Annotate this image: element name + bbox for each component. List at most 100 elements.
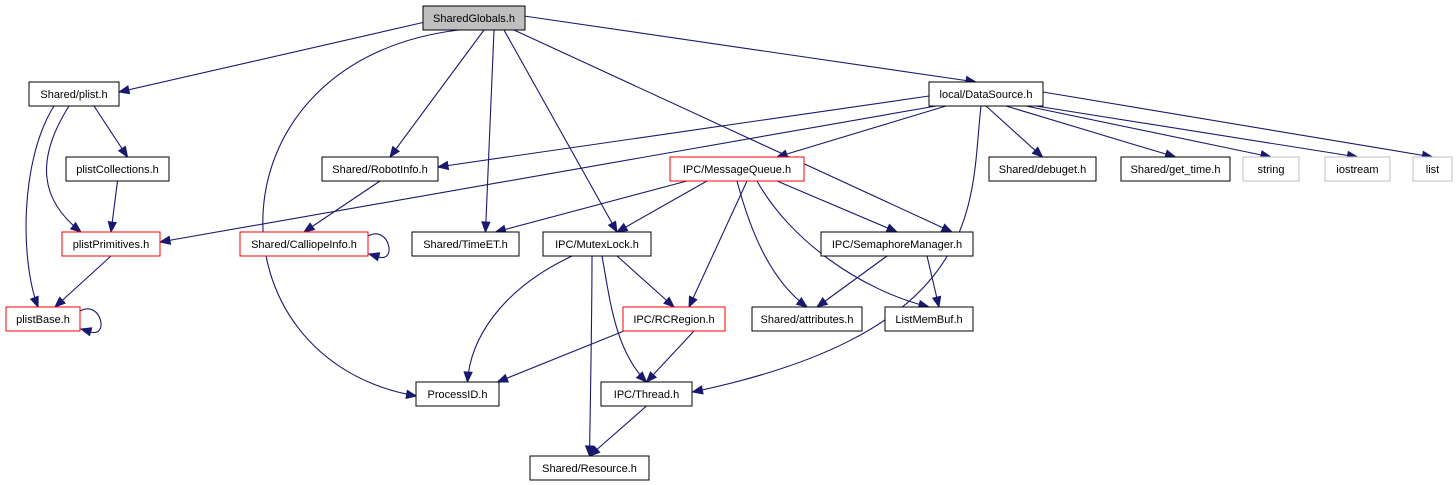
node-SemaphoreManager[interactable]: IPC/SemaphoreManager.h [820,231,974,257]
node-box [1324,156,1391,182]
edge-SharedGlobals-to-RobotInfo [389,29,485,159]
node-ListMemBuf[interactable]: ListMemBuf.h [884,306,974,332]
node-box [988,156,1097,182]
node-box [61,231,161,257]
node-label: ProcessID.h [428,389,488,401]
edge-DataSource-to-plistPrimitives [158,105,937,245]
node-plistCollections[interactable]: plistCollections.h [65,156,170,182]
edge-MutexLock-to-Thread [601,255,648,383]
node-box [65,156,170,182]
node-label: Shared/attributes.h [761,314,854,326]
node-label: ListMemBuf.h [895,314,962,326]
node-get_time[interactable]: Shared/get_time.h [1120,156,1231,182]
node-RCRegion[interactable]: IPC/RCRegion.h [622,306,726,332]
edge-DataSource-to-string [1025,105,1273,160]
node-box [751,306,863,332]
edge-DataSource-to-Thread [691,105,982,395]
node-box [820,231,974,257]
node-plist[interactable]: Shared/plist.h [28,81,120,107]
node-SharedGlobals[interactable]: SharedGlobals.h [422,5,526,31]
edge-plistPrimitives-to-plistBase [54,255,112,308]
node-RobotInfo[interactable]: Shared/RobotInfo.h [321,156,439,182]
node-box [411,231,520,257]
node-label: Shared/get_time.h [1131,164,1221,176]
edge-plist-to-plistBase [25,105,55,309]
node-CalliopeInfo[interactable]: Shared/CalliopeInfo.h [239,231,369,257]
node-label: IPC/SemaphoreManager.h [832,239,962,251]
edge-SharedGlobals-to-plist [117,19,435,95]
node-label: plistPrimitives.h [73,239,149,251]
edge-plistBase-to-plistBase [79,308,102,337]
node-box [5,306,81,332]
node-box [529,455,650,481]
node-label: IPC/MessageQueue.h [683,164,791,176]
node-DataSource[interactable]: local/DataSource.h [928,81,1044,107]
node-box [669,156,805,182]
node-string[interactable]: string [1242,156,1300,182]
node-box [28,81,120,107]
edge-MessageQueue-to-TimeET [494,180,688,234]
node-box [422,5,526,31]
node-label: Shared/Resource.h [542,463,637,475]
edge-SemaphoreManager-to-ListMemBuf [926,255,942,309]
node-Resource[interactable]: Shared/Resource.h [529,455,650,481]
node-TimeET[interactable]: Shared/TimeET.h [411,231,520,257]
edge-MessageQueue-to-attributes [736,180,809,308]
edge-SemaphoreManager-to-attributes [815,255,888,308]
node-box [542,231,652,257]
edge-plistCollections-to-plistPrimitives [107,180,119,234]
edge-MessageQueue-to-MutexLock [615,180,708,233]
edge-RCRegion-to-Thread [645,330,695,383]
edge-RobotInfo-to-CalliopeInfo [302,180,381,233]
node-attributes[interactable]: Shared/attributes.h [751,306,863,332]
node-plistBase[interactable]: plistBase.h [5,306,81,332]
edge-SharedGlobals-to-SemaphoreManager [513,29,954,233]
node-label: Shared/RobotInfo.h [332,164,427,176]
node-plistPrimitives[interactable]: plistPrimitives.h [61,231,161,257]
node-box [1242,156,1300,182]
edge-CalliopeInfo-to-CalliopeInfo [367,233,390,262]
edge-DataSource-to-list [1042,91,1434,160]
node-label: IPC/Thread.h [614,389,679,401]
node-MessageQueue[interactable]: IPC/MessageQueue.h [669,156,805,182]
node-box [1412,156,1453,182]
node-label: IPC/RCRegion.h [633,314,714,326]
node-box [239,231,369,257]
node-label: SharedGlobals.h [433,13,515,25]
edge-SharedGlobals-to-TimeET [481,29,495,234]
edge-DataSource-to-RobotInfo [436,95,930,171]
edge-RCRegion-to-ProcessID [496,330,625,383]
node-label: local/DataSource.h [940,89,1033,101]
edge-SharedGlobals-to-DataSource [523,15,978,86]
node-box [600,381,693,407]
edge-MutexLock-to-RCRegion [616,255,676,308]
node-box [884,306,974,332]
node-label: Shared/plist.h [40,89,107,101]
edges-layer [25,15,1434,458]
node-label: string [1258,164,1285,176]
edge-Thread-to-Resource [588,405,647,457]
edge-MessageQueue-to-RCRegion [688,180,748,309]
edge-plist-to-plistCollections [93,105,129,159]
node-MutexLock[interactable]: IPC/MutexLock.h [542,231,652,257]
node-ProcessID[interactable]: ProcessID.h [415,381,500,407]
node-Thread[interactable]: IPC/Thread.h [600,381,693,407]
node-label: plistCollections.h [76,164,159,176]
node-label: Shared/CalliopeInfo.h [251,239,357,251]
node-label: iostream [1336,164,1378,176]
node-box [321,156,439,182]
node-box [415,381,500,407]
edge-SharedGlobals-to-ProcessID [262,29,460,399]
node-label: Shared/TimeET.h [423,239,508,251]
node-box [622,306,726,332]
edge-MessageQueue-to-SemaphoreManager [776,180,899,233]
node-debuget[interactable]: Shared/debuget.h [988,156,1097,182]
edge-MutexLock-to-Resource [584,255,595,458]
edge-DataSource-to-debuget [985,105,1044,158]
node-iostream[interactable]: iostream [1324,156,1391,182]
node-list[interactable]: list [1412,156,1453,182]
node-box [1120,156,1231,182]
node-label: IPC/MutexLock.h [555,239,639,251]
